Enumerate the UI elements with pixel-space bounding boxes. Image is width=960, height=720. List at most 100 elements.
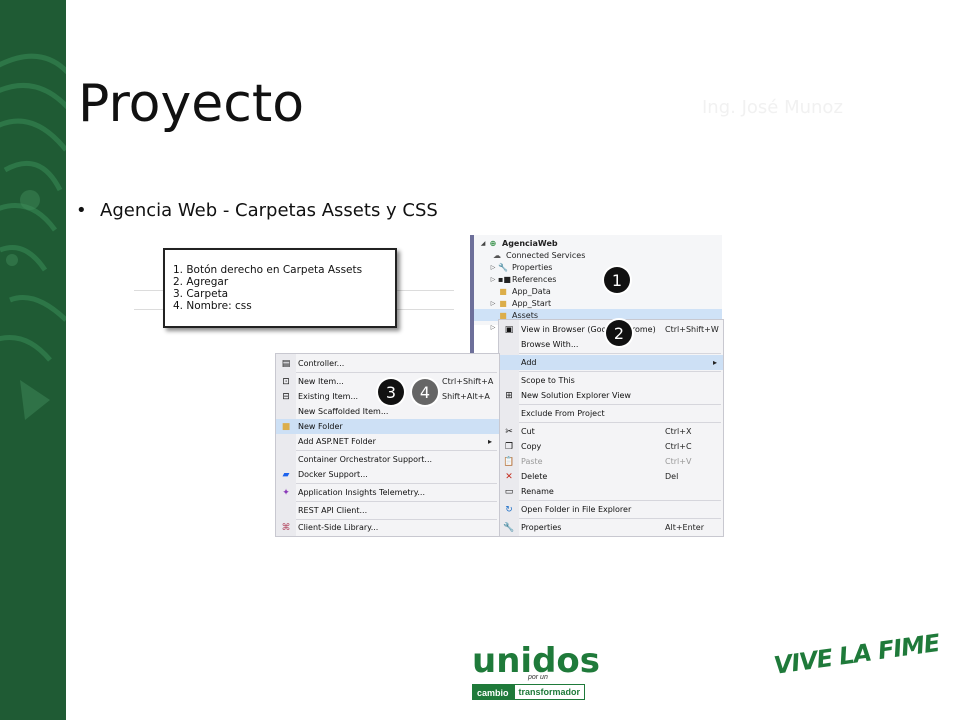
tree-item-app-start[interactable]: ▷ ■ App_Start: [488, 297, 551, 309]
menu-item-label: Delete: [521, 472, 548, 481]
context-menu: ▣ View in Browser (Google Chrome) Ctrl+Shi…: [498, 319, 724, 537]
menu-item-label: Copy: [521, 442, 542, 451]
submenu-item-rest-api[interactable]: REST API Client...: [276, 503, 499, 518]
menu-item-shortcut: Ctrl+Shift+A: [442, 377, 494, 386]
submenu-item-docker[interactable]: ▰Docker Support...: [276, 467, 499, 482]
copy-icon: ❐: [504, 441, 514, 452]
menu-item-shortcut: Shift+Alt+A: [442, 392, 490, 401]
submenu-arrow-icon: ▸: [713, 358, 718, 367]
cut-icon: ✂: [505, 426, 513, 437]
connected-services-icon: ☁: [493, 250, 501, 260]
submenu-item-aspnet-folder[interactable]: Add ASP.NET Folder▸: [276, 434, 499, 449]
menu-item-delete[interactable]: ✕ Delete Del: [499, 469, 723, 484]
menu-separator: [519, 422, 721, 423]
tree-item-assets[interactable]: ■ Assets: [474, 309, 722, 321]
tree-item-references[interactable]: ▷ ▪■ References: [488, 273, 557, 285]
menu-item-exclude[interactable]: Exclude From Project: [499, 406, 723, 421]
menu-item-label: Paste: [521, 457, 543, 466]
tree-item-label: References: [512, 274, 557, 284]
menu-item-scope-to-this[interactable]: Scope to This: [499, 373, 723, 388]
solution-explorer-tree: ◢ ⊕ AgenciaWeb ☁ Connected Services ▷ 🔧 …: [470, 235, 722, 355]
tree-item-properties[interactable]: ▷ 🔧 Properties: [488, 261, 553, 273]
menu-item-label: Properties: [521, 523, 562, 532]
menu-icon-gutter: [499, 320, 519, 536]
folder-icon: ■: [499, 286, 507, 296]
step-badge-3: 3: [378, 379, 404, 405]
tree-item-label: AgenciaWeb: [502, 238, 558, 248]
step-badge-4: 4: [412, 379, 438, 405]
menu-separator: [296, 450, 497, 451]
menu-item-shortcut: Alt+Enter: [665, 523, 705, 532]
tree-item-app-data[interactable]: ■ App_Data: [498, 285, 551, 297]
menu-item-view-in-browser[interactable]: ▣ View in Browser (Google Chrome) Ctrl+Shi…: [499, 322, 723, 337]
menu-item-label: Application Insights Telemetry...: [298, 488, 426, 497]
note-line: 2. Agregar: [173, 276, 229, 288]
menu-item-label: Scope to This: [521, 376, 575, 385]
menu-item-copy[interactable]: ❐ Copy Ctrl+C: [499, 439, 723, 454]
submenu-item-container[interactable]: Container Orchestrator Support...: [276, 452, 499, 467]
submenu-item-new-item[interactable]: ⊡New Item...Ctrl+Shift+A: [276, 374, 499, 389]
step-badge-2: 2: [606, 320, 632, 346]
menu-item-label: New Scaffolded Item...: [298, 407, 389, 416]
menu-item-label: Existing Item...: [298, 392, 359, 401]
expander-icon[interactable]: ▷: [490, 299, 496, 307]
folder-icon: ■: [499, 310, 507, 320]
vive-la-fime-logo: VIVE LA FIME: [772, 628, 941, 680]
slide-title: Proyecto: [78, 74, 305, 134]
docker-icon: ▰: [282, 469, 290, 480]
paste-icon: 📋: [503, 456, 515, 467]
new-view-icon: ⊞: [505, 390, 513, 401]
menu-item-rename[interactable]: ▭ Rename: [499, 484, 723, 499]
tree-item-hidden: ▷: [488, 321, 498, 333]
menu-item-label: Exclude From Project: [521, 409, 605, 418]
menu-separator: [519, 500, 721, 501]
instruction-callout: 1. Botón derecho en Carpeta Assets 2. Ag…: [163, 248, 397, 328]
menu-icon-gutter: [276, 354, 296, 536]
project-icon: ⊕: [489, 238, 497, 248]
menu-separator: [296, 501, 497, 502]
rename-icon: ▭: [504, 486, 514, 497]
menu-item-label: Controller...: [298, 359, 345, 368]
tree-item-label: App_Data: [512, 286, 551, 296]
menu-item-label: Add ASP.NET Folder: [298, 437, 376, 446]
emblem-graphic: [0, 53, 66, 420]
submenu-item-client-library[interactable]: ⌘Client-Side Library...: [276, 520, 499, 535]
menu-item-label: View in Browser (Google Chrome): [521, 325, 656, 334]
menu-item-browse-with[interactable]: Browse With...: [499, 337, 723, 352]
submenu-item-controller[interactable]: ▤Controller...: [276, 356, 499, 371]
menu-item-label: Client-Side Library...: [298, 523, 379, 532]
menu-item-add[interactable]: Add▸: [499, 355, 723, 370]
menu-item-shortcut: Del: [665, 472, 679, 481]
menu-item-label: Open Folder in File Explorer: [521, 505, 632, 514]
expander-icon[interactable]: ▷: [490, 263, 496, 271]
expander-icon[interactable]: ▷: [490, 275, 496, 283]
step-badge-1: 1: [604, 267, 630, 293]
submenu-item-scaffolded[interactable]: New Scaffolded Item...: [276, 404, 499, 419]
unidos-logo-banner: cambio transformador: [472, 684, 586, 700]
menu-item-open-folder[interactable]: ↻Open Folder in File Explorer: [499, 502, 723, 517]
submenu-item-existing-item[interactable]: ⊟Existing Item...Shift+Alt+A: [276, 389, 499, 404]
tree-item-agenciaweb[interactable]: ◢ ⊕ AgenciaWeb: [478, 237, 558, 249]
folder-icon: ■: [281, 421, 291, 432]
menu-item-shortcut: Ctrl+Shift+W: [665, 325, 719, 334]
submenu-item-insights[interactable]: ✦Application Insights Telemetry...: [276, 485, 499, 500]
delete-icon: ✕: [505, 471, 513, 482]
menu-item-shortcut: Ctrl+X: [665, 427, 692, 436]
menu-separator: [519, 404, 721, 405]
expander-icon[interactable]: ◢: [480, 239, 486, 247]
menu-item-label: Browse With...: [521, 340, 579, 349]
tree-item-label: App_Start: [512, 298, 552, 308]
menu-item-shortcut: Ctrl+C: [665, 442, 692, 451]
tree-item-connected-services[interactable]: ☁ Connected Services: [492, 249, 585, 261]
submenu-item-new-folder[interactable]: ■New Folder: [276, 419, 499, 434]
menu-separator: [296, 372, 497, 373]
folder-icon: ■: [499, 298, 507, 308]
menu-item-label: Rename: [521, 487, 554, 496]
tree-item-label: Connected Services: [506, 250, 586, 260]
browser-icon: ▣: [504, 324, 514, 335]
note-line: 3. Carpeta: [173, 288, 229, 300]
menu-item-new-solution-view[interactable]: ⊞New Solution Explorer View: [499, 388, 723, 403]
